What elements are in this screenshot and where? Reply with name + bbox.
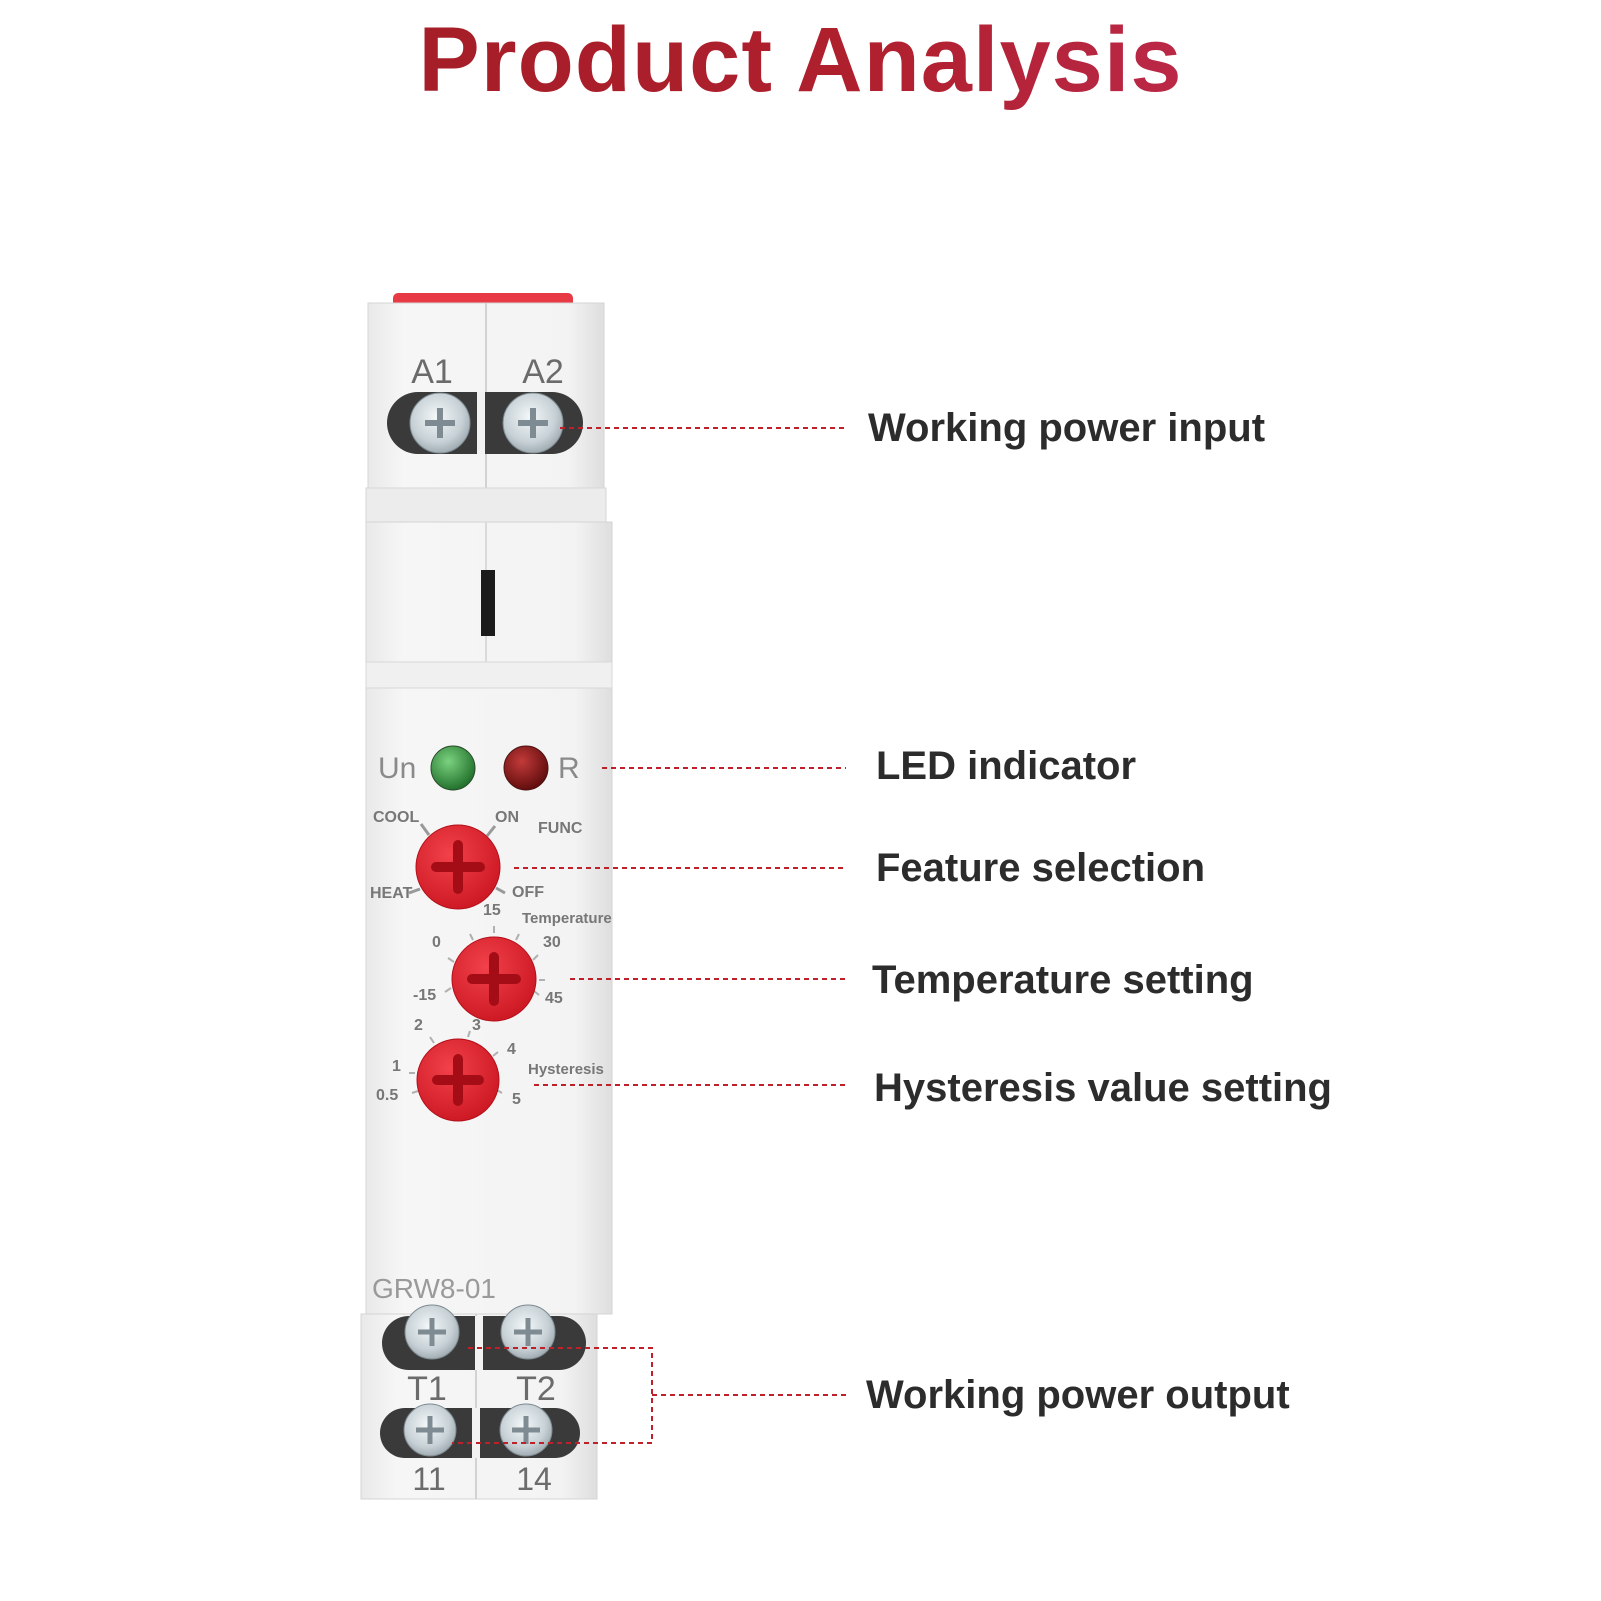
terminal-label-a1: A1 — [411, 353, 453, 391]
callout-feature-selection: Feature selection — [876, 846, 1206, 890]
func-label-on: ON — [495, 809, 519, 826]
callout-hysteresis-value-setting: Hysteresis value setting — [874, 1066, 1332, 1110]
terminal-label-a2: A2 — [522, 353, 564, 391]
func-label-cool: COOL — [373, 809, 419, 826]
func-label-off: OFF — [512, 884, 544, 901]
hyst-scale-4: 4 — [507, 1041, 516, 1058]
din-slot — [481, 570, 495, 636]
callout-working-power-input: Working power input — [868, 406, 1266, 450]
terminal-label-11: 11 — [412, 1461, 445, 1497]
terminal-label-t1: T1 — [407, 1370, 447, 1408]
terminal-label-14: 14 — [516, 1461, 552, 1497]
func-knob-name: FUNC — [538, 820, 583, 837]
temp-scale-0: 0 — [432, 934, 441, 951]
led-un — [430, 745, 476, 791]
callout-working-power-output: Working power output — [866, 1373, 1290, 1417]
page-title: Product Analysis — [0, 8, 1601, 113]
model-label: GRW8-01 — [372, 1273, 496, 1304]
temp-scale-45: 45 — [545, 990, 563, 1007]
temp-scale-minus15: -15 — [413, 987, 436, 1004]
led-label-un: Un — [378, 752, 416, 785]
temp-scale-15: 15 — [483, 902, 501, 919]
hyst-scale-2: 2 — [414, 1017, 423, 1034]
temp-scale-30: 30 — [543, 934, 561, 951]
terminal-label-t2: T2 — [516, 1370, 556, 1408]
led-label-r: R — [558, 752, 580, 785]
led-r — [503, 745, 549, 791]
hyst-scale-0-5: 0.5 — [376, 1087, 398, 1104]
hyst-knob-name: Hysteresis — [528, 1061, 604, 1078]
hyst-scale-1: 1 — [392, 1058, 401, 1075]
leader-lines — [452, 427, 846, 1444]
temp-knob-name: Temperature — [522, 910, 612, 927]
hyst-scale-3: 3 — [472, 1017, 481, 1034]
callout-temperature-setting: Temperature setting — [872, 958, 1254, 1002]
hyst-scale-5: 5 — [512, 1091, 521, 1108]
leader-power-output-bracket — [452, 1347, 653, 1444]
func-label-heat: HEAT — [370, 885, 413, 902]
callout-led-indicator: LED indicator — [876, 744, 1137, 788]
